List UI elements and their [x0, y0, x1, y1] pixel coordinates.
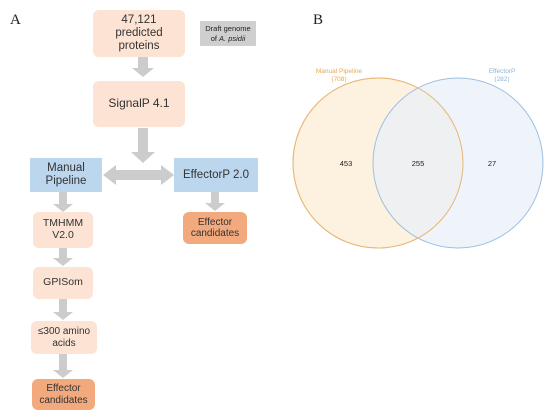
- venn-right-only-value: 27: [488, 159, 496, 168]
- species-name: A. psidii: [219, 33, 246, 43]
- manual-pipeline-box: Manual Pipeline: [30, 158, 102, 192]
- venn-right-set-name: EffectorP: [489, 68, 516, 75]
- venn-circle-effectorp: [372, 77, 544, 249]
- draft-genome-line1: Draft genome: [205, 24, 251, 34]
- draft-genome-line2: of A. psidii: [210, 33, 246, 43]
- arrow-proteins-to-signalp: [132, 56, 154, 77]
- venn-left-only-value: 453: [340, 159, 353, 168]
- venn-left-set-name: Manual Pipeline: [316, 68, 363, 75]
- effectorp-box: EffectorP 2.0: [174, 158, 258, 192]
- signalp-box: SignalP 4.1: [93, 81, 185, 127]
- panel-a-label: A: [10, 12, 21, 28]
- arrow-tmhmm-to-gpisom: [53, 248, 73, 266]
- proteins-box: 47,121 predicted proteins: [93, 10, 185, 57]
- panel-b-label: B: [313, 12, 324, 28]
- venn-intersection-value: 255: [412, 159, 425, 168]
- arrow-effectorp-to-candidates: [205, 192, 225, 211]
- venn-left-set-count: (708): [331, 76, 346, 83]
- venn-right-set-count: (282): [494, 76, 509, 83]
- effector-candidates-bottom-box: Effector candidates: [32, 379, 95, 410]
- arrow-signalp-down: [131, 128, 155, 163]
- amino-acids-box: ≤300 amino acids: [31, 321, 97, 354]
- arrow-aminoacids-to-candidates: [53, 354, 73, 378]
- tmhmm-box: TMHMM V2.0: [33, 212, 93, 248]
- arrow-double-horizontal: [103, 165, 174, 185]
- arrow-manual-to-tmhmm: [53, 192, 73, 212]
- venn-circle-manual-outline: [292, 77, 464, 249]
- gpisom-box: GPISom: [33, 267, 93, 299]
- draft-genome-box: Draft genome of A. psidii: [200, 21, 256, 46]
- effector-candidates-right-box: Effector candidates: [183, 212, 247, 244]
- arrow-gpisom-to-aminoacids: [53, 299, 73, 320]
